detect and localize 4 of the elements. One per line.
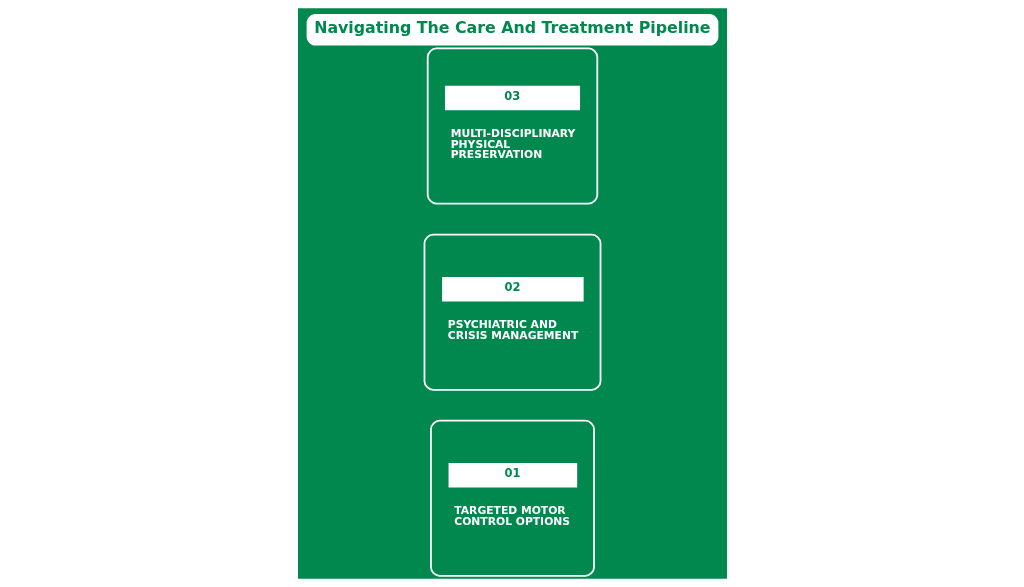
node-box: 03 MULTI-DISCIPLINARY PHYSICAL PRESERVATION xyxy=(426,47,598,205)
node-box: 01 TARGETED MOTOR CONTROL OPTIONS xyxy=(429,419,595,577)
node-box: 02 PSYCHIATRIC AND CRISIS MANAGEMENT xyxy=(423,233,601,391)
diagram-title: Navigating The Care And Treatment Pipeline xyxy=(313,18,711,38)
